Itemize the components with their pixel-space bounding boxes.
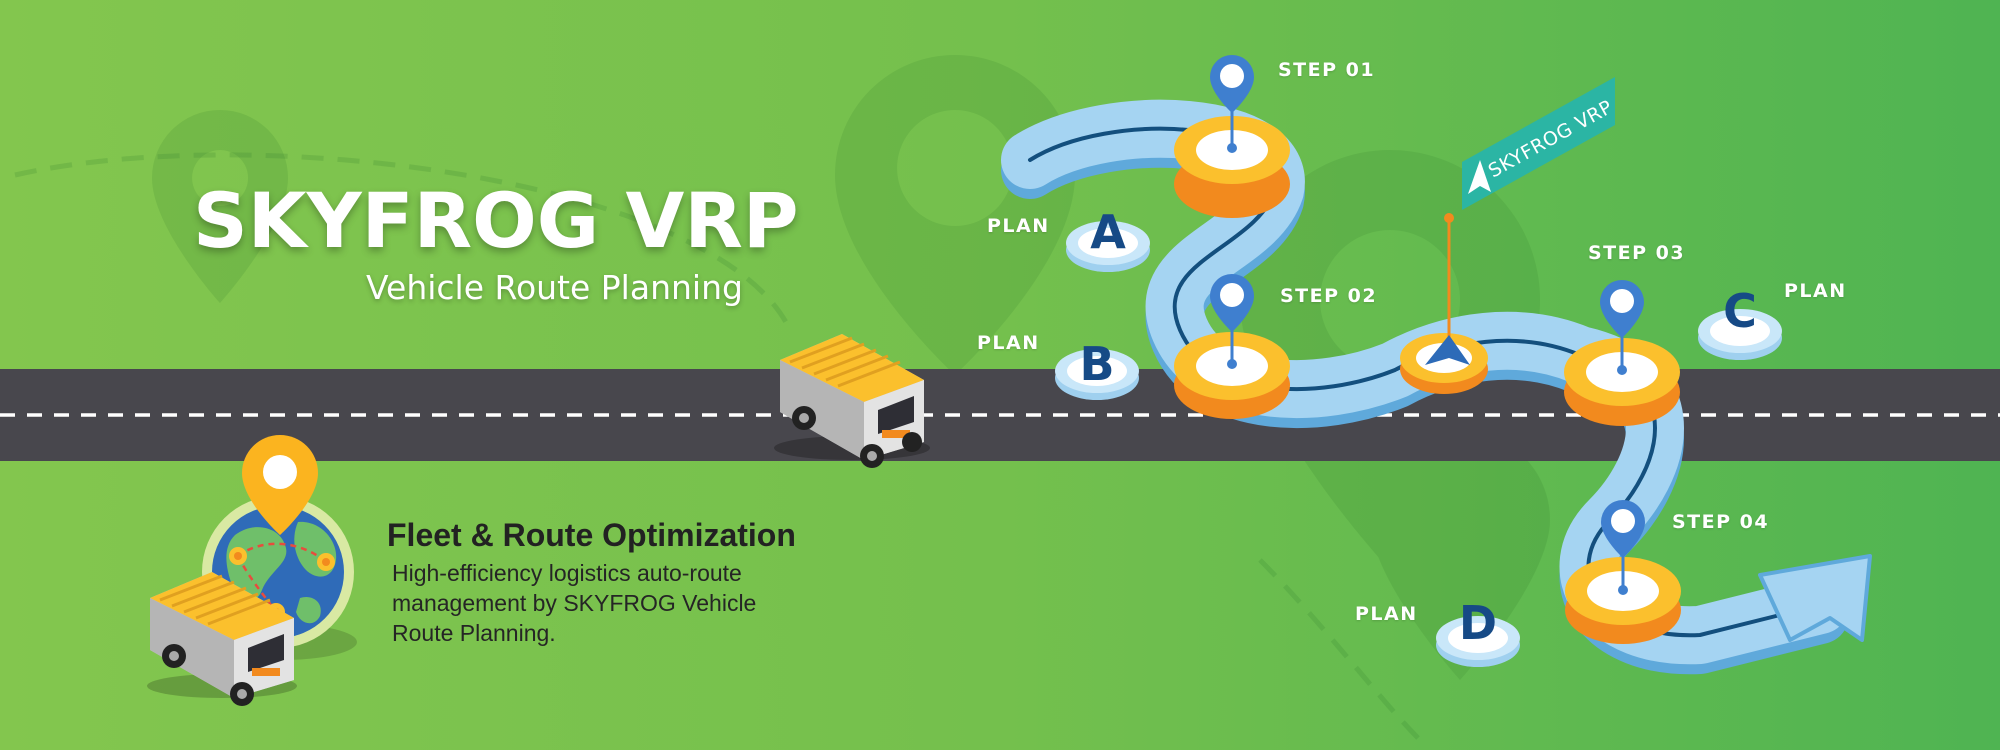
bg-pin-icon-3 — [1240, 150, 1540, 570]
location-pin-icon — [242, 435, 318, 535]
plan-label-a: PLAN — [987, 215, 1050, 237]
banner-subtitle: Vehicle Route Planning — [366, 268, 743, 307]
background-dashed-arcs — [14, 152, 1422, 742]
background-decoration — [152, 55, 1550, 680]
feature-description: High-efficiency logistics auto-route man… — [392, 560, 757, 646]
step-pin-icon-1 — [1210, 55, 1254, 153]
plan-badge-b — [1055, 349, 1139, 400]
step-label-2: STEP 02 — [1280, 285, 1378, 307]
plan-label-b: PLAN — [977, 332, 1040, 354]
step-pin-icon-2 — [1210, 274, 1254, 369]
plan-letter-d: D — [1458, 596, 1498, 650]
route-arrow-icon — [1758, 554, 1872, 642]
step-label-3: STEP 03 — [1588, 242, 1686, 264]
bg-pin-icon-2 — [835, 55, 1075, 375]
banner-title: SKYFROG VRP — [193, 176, 799, 265]
navigation-arrow-icon — [1425, 335, 1470, 365]
step-label-4: STEP 04 — [1672, 511, 1770, 533]
bg-pin-icon-1 — [152, 110, 288, 303]
plan-letter-b: B — [1079, 337, 1115, 391]
feature-title: Fleet & Route Optimization — [387, 517, 796, 553]
plan-letter-c: C — [1723, 284, 1757, 338]
flag-icon — [1444, 77, 1615, 355]
plan-badge-d — [1436, 616, 1520, 667]
delivery-van-icon-2 — [147, 572, 297, 706]
step-label-1: STEP 01 — [1278, 59, 1376, 81]
plan-letter-a: A — [1090, 205, 1126, 259]
plan-label-c: PLAN — [1784, 280, 1847, 302]
step-pin-icon-3 — [1600, 280, 1644, 375]
bg-pin-icon-4 — [1370, 430, 1550, 680]
delivery-van-icon — [774, 334, 930, 468]
plan-badge-c — [1698, 309, 1782, 360]
plan-badge-a — [1066, 221, 1150, 272]
flag-arrow-icon — [1468, 160, 1491, 194]
plan-label-d: PLAN — [1355, 603, 1418, 625]
step-pin-icon-4 — [1601, 500, 1645, 595]
